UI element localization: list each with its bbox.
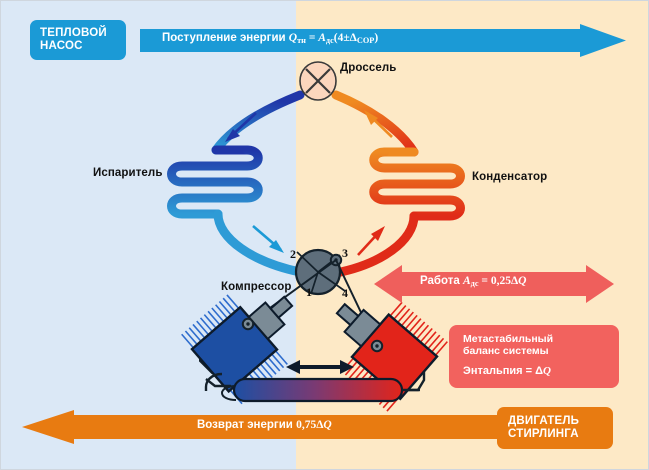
energy-return-banner: Возврат энергии 0,75ΔQ [22,410,512,444]
heat-pump-title-text: ТЕПЛОВОЙ НАСОС [30,27,107,53]
cycle-point-1: 1 [306,285,312,299]
condenser-circuit [331,90,465,278]
work-arrow-shape [374,265,614,303]
cold-cylinder [181,294,294,405]
stirling-engine-title-text: ДВИГАТЕЛЬ СТИРЛИНГА [497,415,579,441]
metastable-balance-text: Метастабильный баланс системы [463,333,553,357]
compressor-label: Компрессор [221,281,292,293]
evaporator-inlet-arrow [225,112,257,142]
work-banner: Работа Aдс = 0,25ΔQ [374,262,614,306]
stirling-title-line1: ДВИГАТЕЛЬ [508,415,580,427]
work-label: Работа Aдс = 0,25ΔQ [420,275,527,288]
double-horizontal-arrow-icon [286,360,354,374]
condenser-inlet-arrow [364,110,393,138]
stirling-engine-assembly [181,294,448,412]
throttle-label: Дроссель [340,62,397,74]
energy-input-banner: Поступление энергии Qтн = Aдс(4±ΔCOP) [140,24,626,57]
energy-return-label: Возврат энергии 0,75ΔQ [197,419,332,431]
heat-pump-title-line1: ТЕПЛОВОЙ [40,27,107,39]
condenser-label: Конденсатор [472,171,548,183]
energy-return-arrow-shape [22,410,512,444]
enthalpy-text: Энтальпия = ΔQ [463,365,551,377]
stirling-engine-title-box: ДВИГАТЕЛЬ СТИРЛИНГА [497,407,613,449]
condenser-outlet-arrow [357,226,385,256]
heat-pump-title-box: ТЕПЛОВОЙ НАСОС [30,20,126,60]
cycle-point-2: 2 [290,247,296,261]
throttle-valve [299,61,337,101]
metastable-balance-box: Метастабильный баланс системы Энтальпия … [449,325,619,388]
metastable-line2: баланс системы [463,345,549,357]
metastable-line1: Метастабильный [463,333,554,345]
compressor-flywheel [247,248,378,347]
cycle-point-3: 3 [342,246,348,260]
energy-input-label: Поступление энергии Qтн = Aдс(4±ΔCOP) [162,32,379,45]
evaporator-label: Испаритель [93,167,163,179]
cycle-point-4: 4 [342,286,348,300]
stirling-title-line2: СТИРЛИНГА [508,428,579,440]
energy-input-arrow-shape [140,24,626,57]
heat-pump-title-line2: НАСОС [40,40,83,52]
evaporator-outlet-arrow [252,225,284,253]
